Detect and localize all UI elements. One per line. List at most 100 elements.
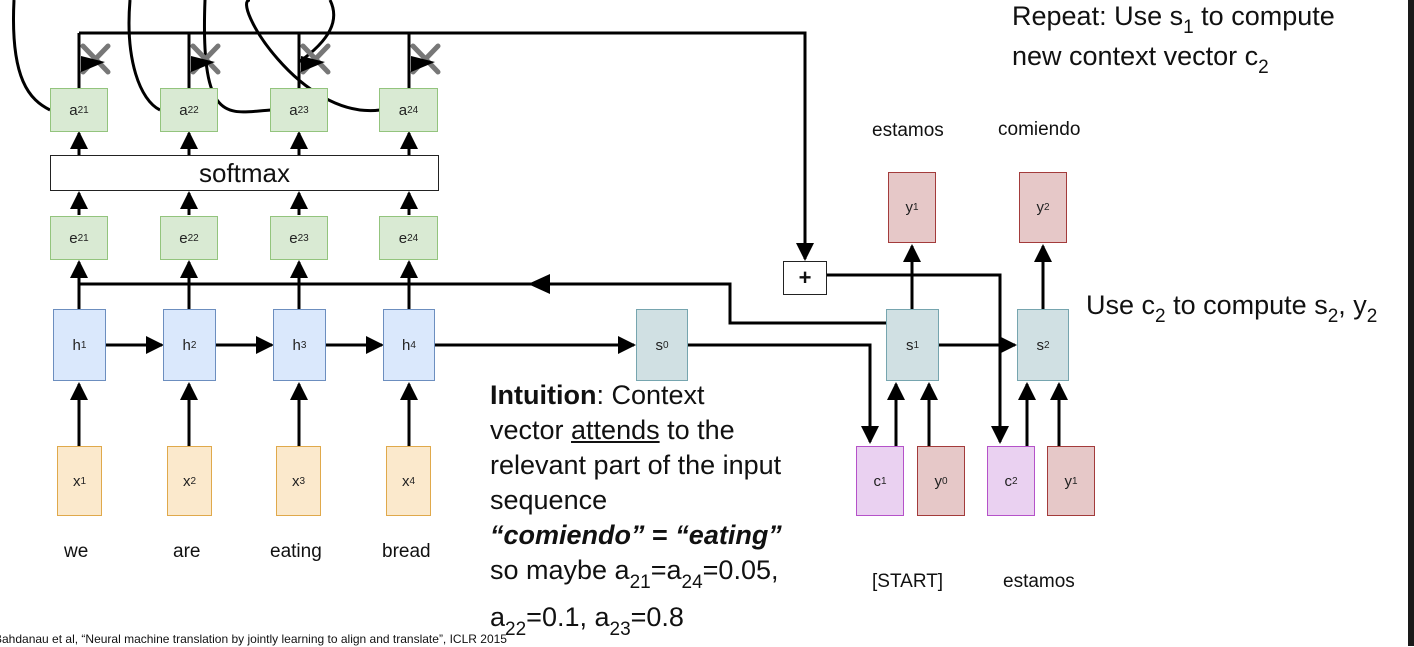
node-e21-sub: 21 <box>77 232 89 244</box>
node-a21-base: a <box>69 101 78 119</box>
node-y1-in-base: y <box>1064 472 1072 490</box>
intuition-l2b: to the <box>659 415 735 445</box>
loop-a21 <box>11 0 51 112</box>
node-a23-sub: 23 <box>297 104 309 116</box>
node-h3-sub: 3 <box>300 339 307 351</box>
node-x3-base: x <box>291 472 300 490</box>
intuition-l1: : Context <box>596 380 705 410</box>
node-a22-sub: 22 <box>187 104 199 116</box>
loop-a23 <box>202 0 273 114</box>
arrow-to-plus <box>79 31 814 261</box>
intuition-l5c: “eating” <box>675 520 782 550</box>
node-s2-sub: 2 <box>1043 339 1050 351</box>
intuition-line-6: so maybe a21=a24=0.05, <box>490 553 782 600</box>
node-x1-sub: 1 <box>80 475 87 487</box>
input-word-2: are <box>173 541 201 562</box>
intuition-line-3: relevant part of the input <box>490 450 782 480</box>
node-x3-sub: 3 <box>299 475 306 487</box>
intuition-line-7: a22=0.1, a23=0.8 <box>490 600 782 647</box>
input-word-3: eating <box>270 541 322 562</box>
intuition-bold: Intuition <box>490 380 597 410</box>
use-text-sub2: 2 <box>1327 306 1339 327</box>
decoder-input-word-1: [START] <box>872 571 944 592</box>
node-y2-out-base: y <box>1036 199 1044 216</box>
node-e23-sub: 23 <box>297 232 309 244</box>
repeat-line2-a: new context vector c <box>1012 40 1259 71</box>
node-e22-base: e <box>179 229 188 247</box>
arrow-plus-c2 <box>827 273 1009 444</box>
node-h4-sub: 4 <box>410 339 416 351</box>
repeat-text: Repeat: Use s1 to compute new context ve… <box>1012 0 1335 80</box>
input-word-4: bread <box>382 541 431 562</box>
node-s0-base: s <box>655 336 663 354</box>
node-a24-sub: 24 <box>407 104 419 116</box>
node-e24-sub: 24 <box>407 232 419 244</box>
use-text-b: to compute s <box>1165 290 1328 320</box>
intuition-l5a: “comiendo” <box>490 520 645 550</box>
repeat-line1-sub: 1 <box>1183 17 1194 38</box>
repeat-line-1: Repeat: Use s1 to compute <box>1012 0 1335 40</box>
use-text: Use c2 to compute s2, y2 <box>1086 289 1377 329</box>
plus-box: + <box>783 261 827 295</box>
intuition-l7s2: 23 <box>609 619 631 640</box>
output-word-1: estamos <box>872 120 944 141</box>
intuition-line-4: sequence <box>490 485 608 515</box>
node-c2-sub: 2 <box>1011 475 1018 487</box>
node-y2-out-sub: 2 <box>1043 202 1050 213</box>
node-c1-base: c <box>873 472 881 490</box>
intuition-l2a: vector <box>490 415 572 445</box>
output-word-2: comiendo <box>998 119 1081 140</box>
intuition-line-1: Intuition: Context <box>490 378 782 413</box>
node-y0-sub: 0 <box>941 475 948 487</box>
loop-a23-b <box>298 0 336 64</box>
node-a23-base: a <box>289 101 298 119</box>
repeat-line-2: new context vector c2 <box>1012 40 1335 80</box>
intuition-line-2: vector attends to the <box>490 413 782 448</box>
intuition-l6c: =0.05, <box>702 555 779 585</box>
node-h1-base: h <box>72 336 81 354</box>
repeat-line2-sub: 2 <box>1258 56 1269 78</box>
node-c1-sub: 1 <box>880 475 887 487</box>
node-a22-base: a <box>179 101 188 119</box>
intuition-l6s2: 24 <box>681 572 703 593</box>
intuition-l7s1: 22 <box>505 619 527 640</box>
node-c2-base: c <box>1004 472 1012 490</box>
arrow-s0-c1 <box>688 343 879 444</box>
use-text-sub3: 2 <box>1366 306 1378 327</box>
node-y1-in-sub: 1 <box>1071 475 1078 487</box>
citation: Bahdanau et al, “Neural machine translat… <box>0 632 507 646</box>
use-text-a: Use c <box>1086 290 1156 320</box>
node-y1-out-sub: 1 <box>912 202 919 213</box>
node-x2-sub: 2 <box>190 475 197 487</box>
loop-a22 <box>127 0 161 112</box>
node-h4-base: h <box>402 336 411 354</box>
node-x4-base: x <box>401 472 410 490</box>
node-y1-out-base: y <box>905 199 913 216</box>
input-word-1: we <box>64 541 89 562</box>
intuition-line-5: “comiendo” = “eating” <box>490 518 782 553</box>
node-h2-base: h <box>182 336 191 354</box>
scrollbar-edge <box>1408 0 1414 646</box>
use-text-sub1: 2 <box>1155 306 1166 327</box>
repeat-line1-b: to compute <box>1193 1 1335 31</box>
intuition-l2u: attends <box>571 415 660 445</box>
node-h1-sub: 1 <box>80 339 87 351</box>
intuition-l6a: so maybe a <box>490 555 630 585</box>
